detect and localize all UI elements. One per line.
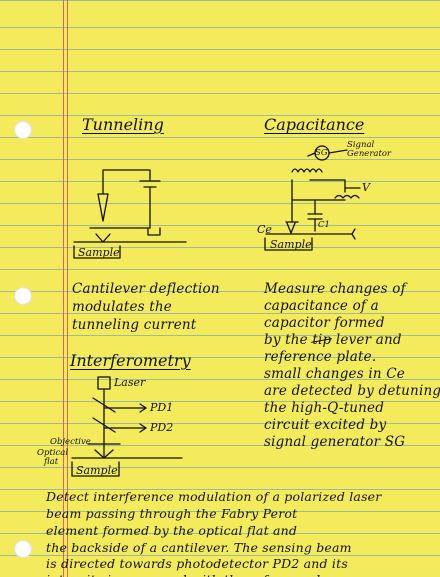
optical-flat-label: flat (44, 457, 59, 467)
tunneling-diagram (73, 169, 187, 259)
laser-label: Laser (114, 376, 146, 389)
signal-generator-label: Generator (347, 149, 392, 159)
interferometry-description-line: is directed towards photodetector PD2 an… (46, 556, 348, 571)
capacitance-description-text: by the (264, 332, 308, 348)
capacitance-description-line: are detected by detuning (264, 383, 440, 399)
interferometry-title: Interferometry (70, 351, 191, 370)
capacitance-description-line: small changes in Ce (264, 366, 405, 382)
capacitance-description-line: circuit excited by (264, 417, 387, 433)
capacitance-description-line: by the tip lever and (264, 329, 402, 351)
interferometry-description-line: Detect interference modulation of a pola… (46, 489, 382, 504)
tunneling-description-line: tunneling current (72, 317, 197, 333)
objective-label: Objective (50, 437, 91, 447)
pd2-label: PD2 (150, 421, 174, 434)
capacitance-description-line: Measure changes of (264, 281, 406, 297)
capacitance-diagram (264, 145, 361, 251)
capacitance-description-text: lever and (335, 332, 402, 348)
capacitance-description-line: capacitance of a (264, 298, 379, 314)
crossed-out-word: tip (312, 329, 331, 351)
capacitance-description-line: the high-Q-tuned (264, 400, 385, 416)
tunneling-description-line: Cantilever deflection (72, 281, 220, 297)
capacitance-description-line: signal generator SG (264, 434, 406, 450)
tunneling-sample-label: Sample (78, 246, 120, 259)
v-label: V (362, 181, 370, 194)
binder-hole (14, 287, 32, 305)
binder-hole (14, 540, 32, 558)
binder-hole (14, 121, 32, 139)
interferometry-description-line: intensity is compared with the reference… (46, 569, 356, 577)
margin-line (67, 0, 68, 577)
optical-flat-label: Optical (37, 448, 69, 458)
sg-label: SG (315, 148, 328, 158)
interferometry-description-line: element formed by the optical flat and (46, 523, 298, 538)
capacitance-description-line: reference plate. (264, 349, 377, 365)
capacitance-sample-label: Sample (270, 238, 312, 251)
interferometry-description-line: the backside of a cantilever. The sensin… (46, 540, 352, 555)
capacitance-title: Capacitance (264, 115, 365, 134)
interferometry-sample-label: Sample (76, 464, 118, 477)
margin-line (63, 0, 64, 577)
ce-label: Ce (257, 223, 272, 236)
tunneling-description-line: modulates the (72, 299, 172, 315)
tunneling-title: Tunneling (82, 115, 164, 134)
interferometry-description-line: beam passing through the Fabry Perot (46, 506, 298, 521)
c1-label: C1 (318, 220, 330, 230)
pd1-label: PD1 (150, 401, 174, 414)
signal-generator-label: Signal (347, 140, 375, 150)
capacitance-description-line: capacitor formed (264, 315, 385, 331)
